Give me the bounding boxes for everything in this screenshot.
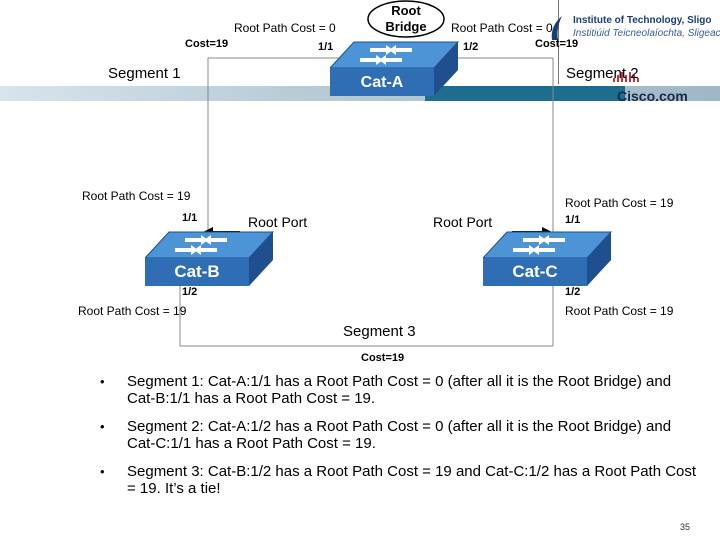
cat-a-port-left: 1/1 [318,41,334,53]
switch-cat-a-name: Cat-A [360,74,404,91]
header-accent-bar [425,86,625,101]
root-bridge-line1: Root [391,3,421,18]
cat-c-port-bottom: 1/2 [565,286,581,298]
header-vertical-line [558,0,559,84]
cat-c-bottom-cost: Root Path Cost = 19 [565,304,674,318]
segment1-cost: Cost=19 [185,38,229,50]
cat-a-right-cost: Root Path Cost = 0 [451,21,553,35]
institute-name: Institute of Technology, Sligo [573,15,712,26]
bullet-text: Segment 2: Cat-A:1/2 has a Root Path Cos… [127,418,672,452]
cat-b-top-cost: Root Path Cost = 19 [82,189,191,203]
cisco-bars-icon [613,72,639,82]
bullet-symbol: • [100,464,105,479]
cisco-brand: Cisco.com [617,88,688,104]
switch-cat-c-name: Cat-C [512,262,558,281]
page-number: 35 [680,522,691,532]
cat-a-left-cost: Root Path Cost = 0 [234,21,336,35]
cat-c-top-cost: Root Path Cost = 19 [565,196,674,210]
bullet-text: Segment 1: Cat-A:1/1 has a Root Path Cos… [127,373,672,407]
cat-c-port-top: 1/1 [565,214,581,226]
switch-cat-b-icon [145,231,275,286]
institute-logo-icon [551,16,562,40]
cat-a-port-right: 1/2 [463,41,479,53]
segment2-label: Segment 2 [566,65,639,82]
root-bridge-ellipse [367,0,445,38]
institute-name-irish: Institiúid Teicneolaíochta, Sligeach [573,28,720,39]
cat-c-root-port-label: Root Port [433,214,493,230]
segment2-cost: Cost=19 [535,38,579,50]
switch-cat-c-icon [483,231,613,286]
bullet-text: Segment 3: Cat-B:1/2 has a Root Path Cos… [127,463,697,497]
bullet-symbol: • [100,374,105,389]
cat-b-root-port-label: Root Port [248,214,308,230]
cat-b-port-top: 1/1 [182,212,198,224]
cat-b-bottom-cost: Root Path Cost = 19 [78,304,187,318]
bullet-symbol: • [100,419,105,434]
switch-cat-a-icon [330,41,460,96]
segment1-label: Segment 1 [108,65,181,82]
segment3-label: Segment 3 [343,323,416,340]
switch-cat-b-name: Cat-B [174,262,220,281]
root-bridge-line2: Bridge [385,19,427,34]
cat-b-port-bottom: 1/2 [182,286,198,298]
segment3-cost: Cost=19 [361,352,405,364]
